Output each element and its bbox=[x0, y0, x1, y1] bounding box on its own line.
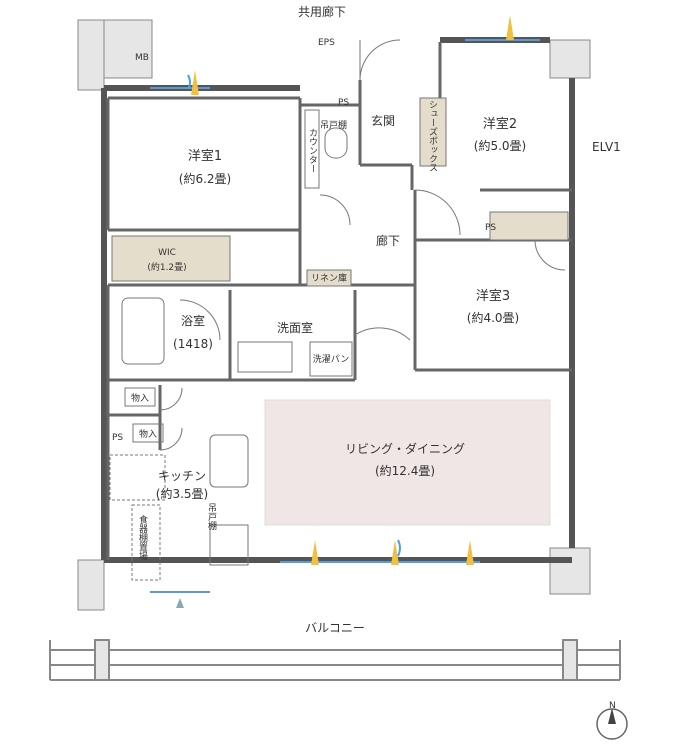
labels: 共用廊下 MB EPS PS PS PS ELV1 洋室1 (約6.2畳) WI… bbox=[112, 4, 621, 635]
stove bbox=[209, 524, 249, 566]
room-name-wic: WIC bbox=[158, 248, 176, 258]
room-name-storage2: 物入 bbox=[139, 428, 157, 440]
room-size-living: (約12.4畳) bbox=[375, 463, 435, 478]
room-size-wic: (約1.2畳) bbox=[147, 261, 186, 273]
laundry-pan bbox=[309, 341, 353, 377]
room-name-laundry-pan: 洗濯パン bbox=[313, 353, 349, 365]
w2-closet bbox=[489, 211, 569, 241]
room-name-washroom: 洗面室 bbox=[277, 320, 313, 335]
living-area-highlight bbox=[264, 399, 551, 526]
room-name-western3: 洋室3 bbox=[476, 288, 510, 304]
interior-walls bbox=[106, 42, 572, 560]
room-name-kitchen: キッチン bbox=[158, 469, 206, 483]
north-label: N bbox=[609, 701, 616, 711]
ps-label-kitchen: PS bbox=[112, 433, 123, 443]
room-name-bath: 浴室 bbox=[181, 313, 205, 328]
toilet-shelf-label: 吊戸棚 bbox=[320, 119, 347, 131]
room-name-living: リビング・ダイニング bbox=[345, 441, 465, 456]
room-size-western1: (約6.2畳) bbox=[179, 171, 231, 186]
sink bbox=[209, 434, 249, 488]
pantry-label: 食器棚置場 bbox=[137, 514, 148, 561]
room-name-storage1: 物入 bbox=[131, 392, 149, 404]
room-name-shoebox: シューズボックス bbox=[427, 100, 438, 172]
fridge-space bbox=[109, 454, 166, 501]
bathtub bbox=[121, 297, 165, 365]
balcony bbox=[49, 639, 621, 681]
corridor-label: 共用廊下 bbox=[298, 4, 346, 19]
room-name-western1: 洋室1 bbox=[188, 148, 222, 164]
room-size-western2: (約5.0畳) bbox=[474, 138, 526, 153]
room-name-linen: リネン庫 bbox=[311, 272, 347, 284]
balcony-label: バルコニー bbox=[305, 621, 365, 635]
ps-label-top: PS bbox=[338, 98, 349, 108]
toilet-counter bbox=[304, 109, 320, 189]
wash-basin bbox=[237, 341, 293, 373]
room-size-kitchen: (約3.5畳) bbox=[156, 486, 208, 501]
room-name-western2: 洋室2 bbox=[483, 116, 517, 132]
toilet bbox=[324, 127, 348, 159]
room-name-hallway: 廊下 bbox=[376, 233, 400, 248]
wic-shelf bbox=[111, 235, 231, 282]
room-size-bath: (1418) bbox=[173, 337, 213, 351]
structure-columns bbox=[77, 19, 591, 611]
toilet-counter-label: カウンター bbox=[307, 128, 318, 173]
ps-label-right: PS bbox=[485, 223, 496, 233]
ventilation-markers bbox=[176, 15, 514, 608]
room-name-entrance: 玄関 bbox=[371, 113, 395, 128]
eps-label: EPS bbox=[318, 38, 335, 48]
elv-label: ELV1 bbox=[592, 140, 621, 154]
kitchen-shelf-label: 吊戸棚 bbox=[206, 503, 217, 531]
mb-label: MB bbox=[135, 53, 149, 63]
door-swings bbox=[159, 39, 566, 451]
north-compass: N bbox=[596, 701, 628, 740]
fixtures bbox=[109, 97, 569, 581]
shoebox-cabinet bbox=[419, 97, 447, 167]
pantry-space bbox=[131, 504, 161, 581]
room-size-western3: (約4.0畳) bbox=[467, 310, 519, 325]
